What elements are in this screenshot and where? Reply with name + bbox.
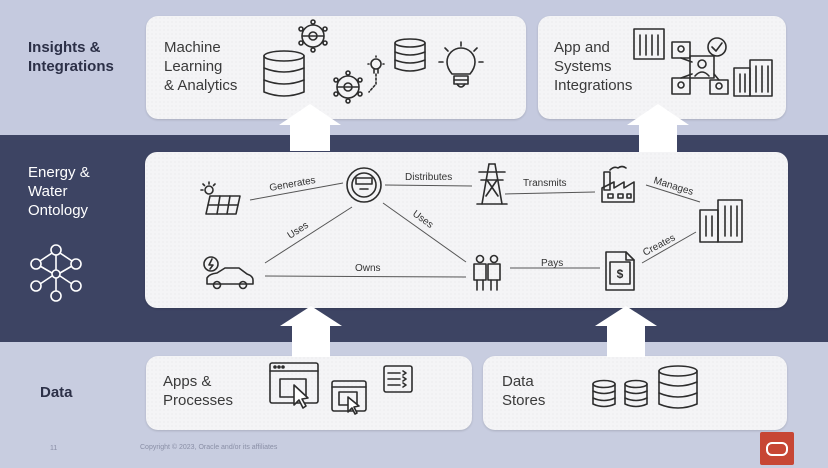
edge-uses-people (382, 202, 467, 263)
factory-icon (601, 165, 635, 203)
ontology-graph-icon (30, 244, 82, 302)
edge-uses-vehicle (264, 206, 353, 264)
app-integrations-title: App and Systems Integrations (554, 39, 633, 94)
page-number: 11 (50, 445, 58, 452)
transmission-tower-icon (476, 163, 508, 205)
arrow-stores-up (595, 306, 657, 357)
database-icon-3 (658, 365, 698, 409)
data-layer-label: Data (40, 384, 73, 401)
apps-processes-box: Apps & Processes (146, 356, 472, 430)
edge-label-uses-2: Uses (410, 209, 435, 231)
electric-car-icon (203, 256, 254, 290)
edge-label-distributes: Distributes (405, 172, 452, 183)
edge-manages (645, 184, 701, 203)
office-building-icon-right (733, 59, 773, 97)
edge-creates (641, 231, 697, 264)
ml-analytics-title: Machine Learning & Analytics (164, 39, 238, 94)
edge-distributes (384, 184, 473, 187)
ml-analytics-box: Machine Learning & Analytics (146, 16, 526, 119)
office-building-icon-left (633, 28, 665, 60)
ontology-layer-label: Energy & Water Ontology (28, 164, 90, 219)
database-icon-2 (624, 379, 648, 408)
ai-network-icon-top (298, 19, 328, 53)
arrow-ml-up (279, 104, 341, 151)
edge-label-pays: Pays (541, 258, 563, 269)
system-network-icon (671, 37, 729, 95)
invoice-icon: $ (605, 251, 635, 291)
lightbulb-icon-large (438, 41, 484, 88)
app-window-click-icon-small (331, 380, 367, 415)
edge-generates (249, 182, 344, 201)
edge-label-owns: Owns (355, 263, 381, 274)
svg-text:$: $ (617, 267, 624, 281)
oracle-logo (760, 432, 794, 465)
apps-processes-title: Apps & Processes (163, 373, 234, 409)
data-stores-title: Data Stores (502, 373, 546, 409)
edge-label-uses-1: Uses (286, 220, 311, 242)
ai-network-icon-bottom (333, 70, 363, 104)
ontology-box (145, 152, 788, 308)
people-icon (473, 254, 501, 291)
edge-label-manages: Manages (652, 175, 695, 198)
process-list-icon (383, 365, 413, 393)
buildings-icon (699, 199, 743, 243)
lightbulb-icon-small (367, 55, 385, 93)
edge-transmits (504, 191, 596, 195)
arrow-apps-up (280, 306, 342, 357)
database-icon-small (394, 38, 426, 72)
app-window-click-icon-large (269, 362, 319, 409)
arrow-app-up (627, 104, 689, 152)
insights-layer-label: Insights & Integrations (28, 39, 114, 75)
copyright-text: Copyright © 2023, Oracle and/or its affi… (140, 444, 278, 451)
edge-label-generates: Generates (269, 175, 317, 194)
meter-icon (346, 167, 382, 203)
database-icon-large (263, 50, 305, 97)
solar-panel-icon (200, 181, 241, 215)
database-icon-1 (592, 379, 616, 408)
edge-label-transmits: Transmits (523, 178, 567, 189)
edge-owns (264, 275, 467, 278)
